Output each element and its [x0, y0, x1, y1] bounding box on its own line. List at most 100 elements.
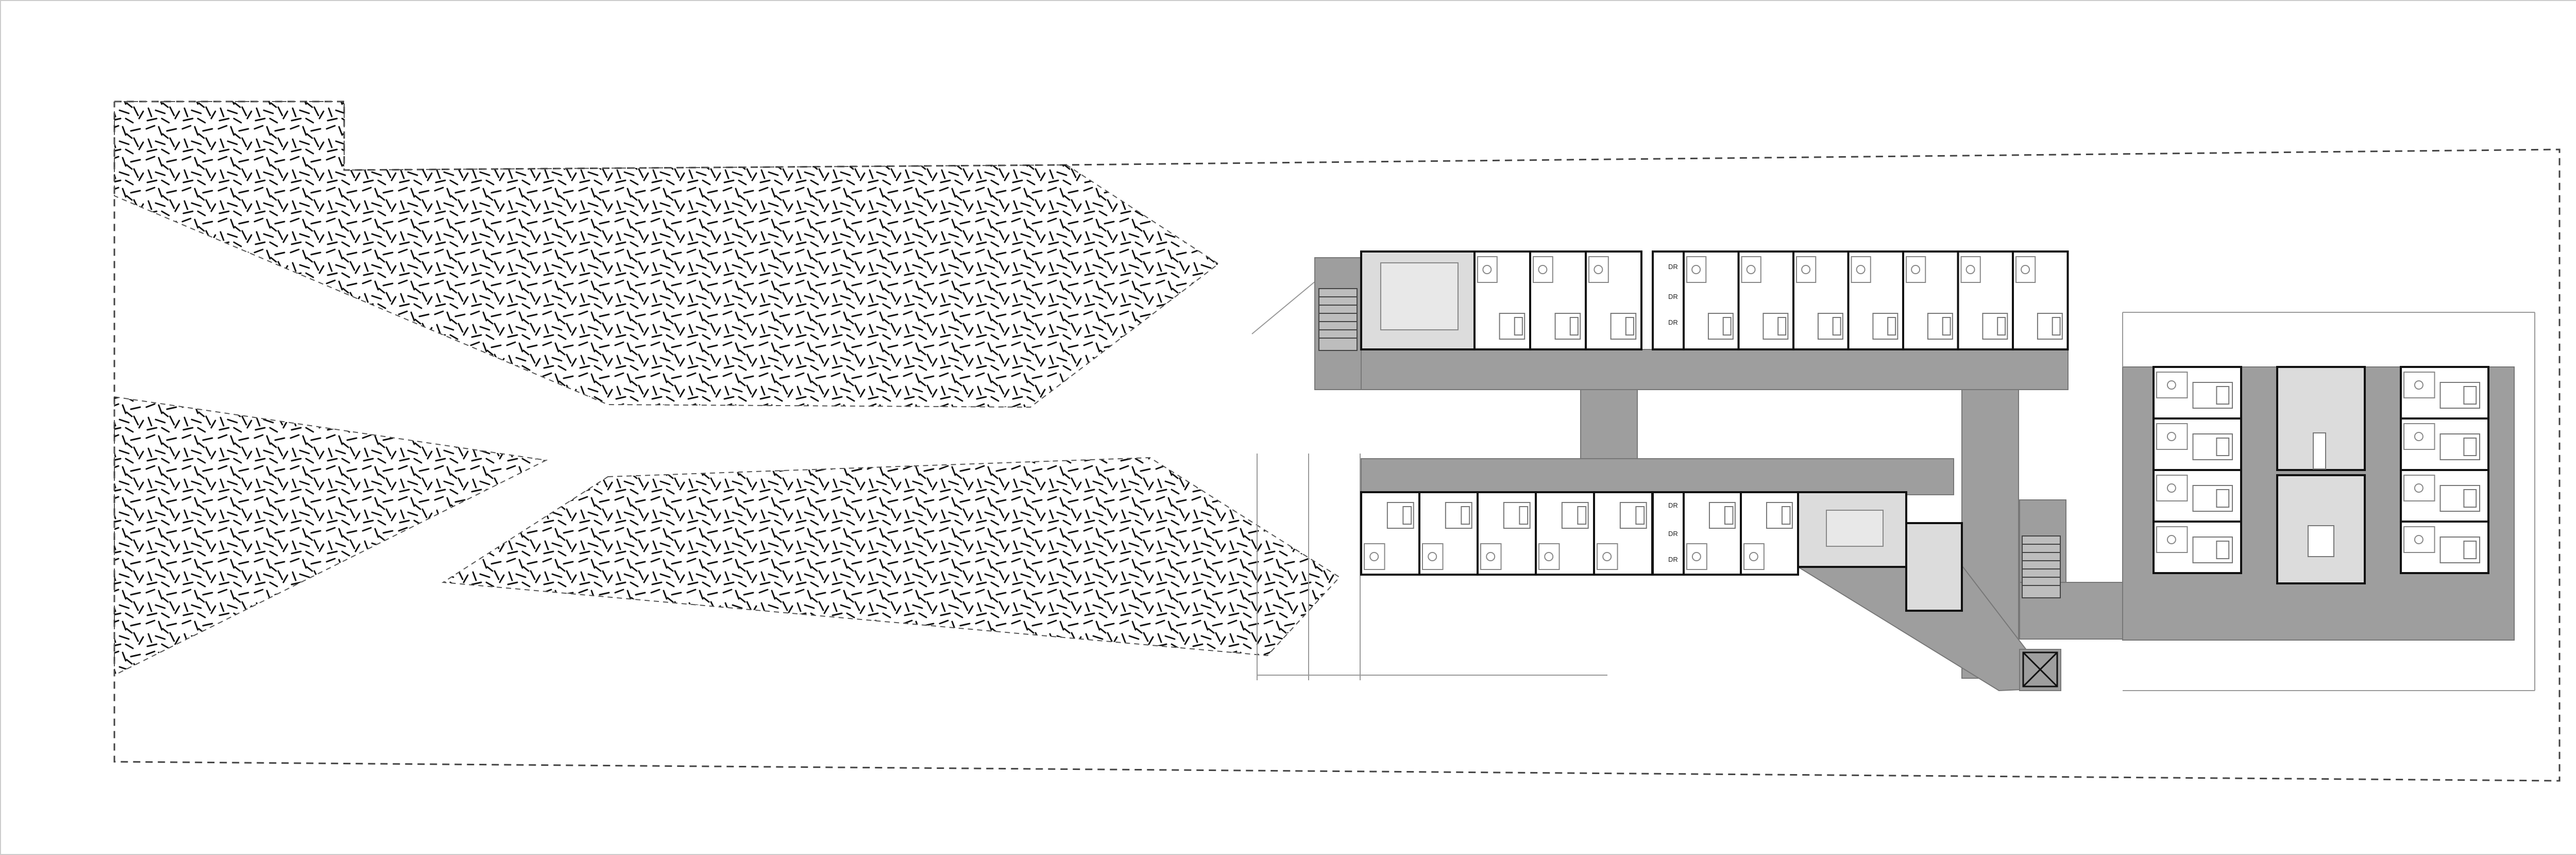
bed-icon	[1707, 313, 1734, 340]
bathroom-icon	[2403, 372, 2435, 398]
toilet-icon	[1691, 552, 1701, 561]
bathroom-icon	[1741, 256, 1761, 283]
pillow-icon	[1942, 317, 1951, 336]
bed-icon	[2439, 433, 2480, 460]
bath-label: DR	[1668, 556, 1678, 563]
toilet-icon	[2166, 432, 2176, 441]
bed-icon	[1766, 502, 1793, 529]
bathroom-icon	[1597, 543, 1618, 570]
pillow-icon	[1625, 317, 1634, 336]
bed-icon	[1708, 502, 1736, 529]
guest-room	[2400, 469, 2489, 523]
bath-block	[1652, 491, 1685, 576]
guest-room	[2012, 250, 2069, 350]
bathroom-icon	[1960, 256, 1981, 283]
pillow-icon	[2216, 438, 2230, 456]
toilet-icon	[1602, 552, 1612, 561]
toilet-icon	[2414, 432, 2424, 441]
guest-room	[2400, 521, 2489, 574]
toilet-icon	[1691, 265, 1701, 274]
pillow-icon	[2463, 541, 2477, 559]
room-outline	[2400, 366, 2489, 420]
toilet-icon	[2166, 483, 2176, 493]
pillow-icon	[2052, 317, 2061, 336]
bed-icon	[2439, 485, 2480, 512]
room-outline	[1360, 491, 1420, 576]
room-outline	[2153, 469, 2242, 523]
right-wing-outline	[2122, 312, 2535, 691]
bathroom-icon	[1364, 543, 1385, 570]
bath-label: DR	[1668, 318, 1678, 326]
guest-room	[1737, 250, 1794, 350]
bathroom-icon	[2403, 526, 2435, 553]
bathroom-icon	[2156, 423, 2188, 450]
toilet-icon	[1911, 265, 1921, 274]
bed-icon	[2037, 313, 2063, 340]
pillow-icon	[1635, 506, 1645, 525]
bed-icon	[1619, 502, 1647, 529]
pillow-icon	[1569, 317, 1579, 336]
bathroom-icon	[2015, 256, 2036, 283]
guest-room	[2400, 417, 2489, 471]
pillow-icon	[2216, 386, 2230, 405]
toilet-icon	[1749, 552, 1758, 561]
pillow-icon	[2463, 438, 2477, 456]
stair-right	[2022, 535, 2061, 598]
bath-label: DR	[1668, 530, 1678, 538]
room-outline	[2400, 469, 2489, 523]
guest-room	[1792, 250, 1850, 350]
toilet-icon	[2414, 483, 2424, 493]
bed-icon	[1554, 313, 1581, 340]
guest-room	[1535, 491, 1595, 576]
bathroom-icon	[2156, 475, 2188, 501]
bed-icon	[2192, 537, 2233, 563]
pillow-icon	[1519, 506, 1529, 525]
guest-room	[1477, 491, 1537, 576]
pillow-icon	[1577, 506, 1587, 525]
bed-icon	[1610, 313, 1637, 340]
bathroom-icon	[1533, 256, 1553, 283]
bathroom-icon	[1796, 256, 1817, 283]
guest-room	[1593, 491, 1653, 576]
bed-icon	[1982, 313, 2008, 340]
room-outline	[2153, 366, 2242, 420]
guest-room	[1473, 250, 1531, 350]
pillow-icon	[2463, 386, 2477, 405]
toilet-icon	[1965, 265, 1975, 274]
bed-icon	[1927, 313, 1953, 340]
guest-room	[1957, 250, 2014, 350]
bath-labels: DR DR DR DR DR DR	[1668, 263, 1678, 563]
room-outline	[1593, 491, 1653, 576]
bed-icon	[1499, 313, 1526, 340]
pillow-icon	[1781, 506, 1791, 525]
pillow-icon	[1461, 506, 1470, 525]
room-outline	[2153, 521, 2242, 574]
guest-room	[1847, 250, 1904, 350]
pillow-icon	[1887, 317, 1896, 336]
room-outline	[1418, 491, 1479, 576]
right-wing-rooms	[2153, 366, 2489, 574]
bathroom-icon	[1686, 543, 1707, 570]
bath-label: DR	[1668, 263, 1678, 271]
right-common-rooms	[2276, 366, 2366, 584]
pillow-icon	[1997, 317, 2006, 336]
landscape-wedge-left	[114, 396, 548, 676]
pillow-icon	[1724, 506, 1734, 525]
bed-icon	[2192, 382, 2233, 409]
guest-room	[2153, 469, 2242, 523]
small-room-lower	[1905, 522, 1963, 612]
bathroom-icon	[1477, 256, 1498, 283]
bathroom-icon	[1851, 256, 1871, 283]
bath-label: DR	[1668, 293, 1678, 300]
toilet-icon	[1856, 265, 1866, 274]
pillow-icon	[1514, 317, 1523, 336]
pillow-icon	[1832, 317, 1841, 336]
toilet-icon	[2166, 535, 2176, 544]
bed-icon	[1445, 502, 1472, 529]
bed-icon	[1561, 502, 1589, 529]
room-outline	[1683, 491, 1742, 576]
room-outline	[1740, 491, 1799, 576]
bathroom-icon	[1422, 543, 1444, 570]
room-outline	[1535, 491, 1595, 576]
bathroom-icon	[1743, 543, 1765, 570]
